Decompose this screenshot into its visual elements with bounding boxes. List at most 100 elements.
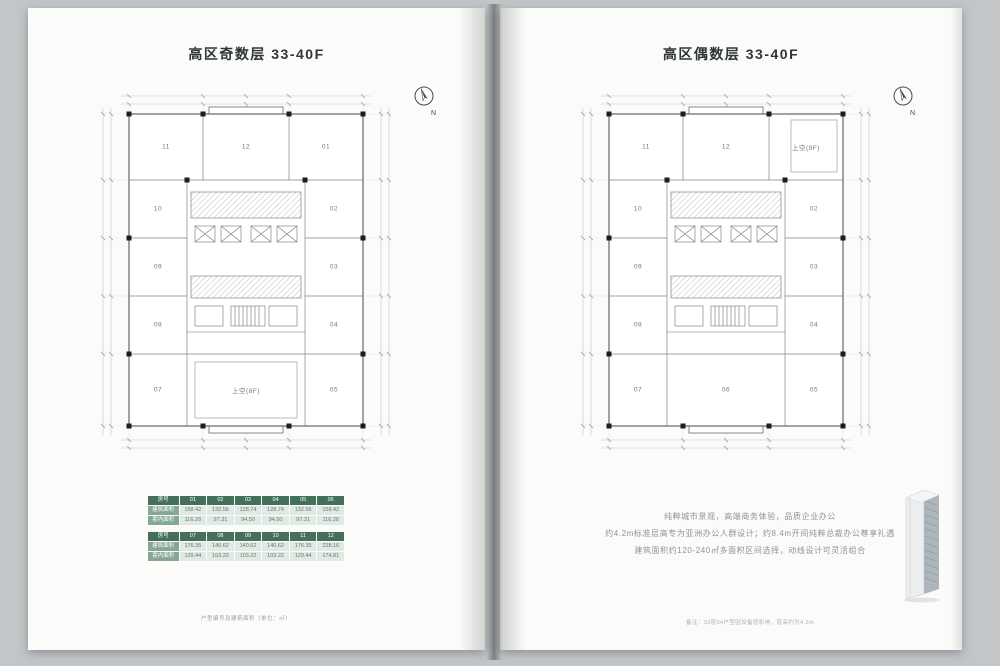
compass-north-label: N [431,110,436,117]
page-title-right: 高区偶数层 33-40F [662,46,800,62]
table-cell: 04 [262,496,289,505]
floor-plan-drawing [100,93,392,451]
table-cell: 140.62 [262,542,289,551]
unit-label: 09 [633,263,643,271]
unit-labels-layer: 11 12 上空(9F) 10 09 08 07 02 03 04 05 06 [571,80,881,465]
unit-label: 04 [809,321,819,329]
table-cell: 12 [317,532,345,541]
unit-label: 12 [721,143,731,151]
unit-label: 03 [809,263,819,271]
table-cell: 97.31 [289,516,317,525]
table-cell: 174.81 [317,552,345,561]
description-line: 建筑面积约120-240㎡多面积区间选择，动线设计可灵活组合 [634,546,866,555]
unit-label: 08 [633,321,643,329]
table-cell: 10 [262,532,289,541]
footnote: 备注：33层04户型因设备层影响，层高约为4.2m [686,620,814,626]
table-cell: 94.50 [234,516,262,525]
compass: N [890,84,920,118]
table-cell: 套内面积 [148,516,179,525]
table-cell: 房号 [148,496,179,505]
marketing-description: 纯粹城市景观，高端商务体验，品质企业办公约4.2m标准层高专为亚洲办公人群设计；… [580,508,920,559]
table-cell: 建筑面积 [148,506,179,515]
unit-label: 07 [633,386,643,394]
table-cell: 07 [179,532,207,541]
table-cell: 140.62 [207,542,234,551]
table-cell: 128.74 [234,506,262,515]
table-cell: 09 [234,532,262,541]
floor-plan-drawing [580,93,872,451]
page-title-left: 高区奇数层 33-40F [188,46,325,62]
floor-plan-right: 11 12 上空(9F) 10 09 08 07 02 03 04 05 06 [571,80,881,465]
table-cell: 02 [207,496,234,505]
table-cell: 03 [234,496,262,505]
unit-label: 05 [329,386,339,394]
tower-render-icon [904,489,940,603]
table-cell: 116.28 [179,516,207,525]
description-line: 纯粹城市景观，高端商务体验，品质企业办公 [664,512,836,521]
unit-label: 11 [642,143,650,151]
table-cell: 11 [289,532,317,541]
table-cell: 103.22 [262,552,289,561]
table-cell: 套内面积 [148,552,179,561]
unit-label: 05 [809,386,819,394]
unit-label: 08 [153,321,163,329]
unit-label: 10 [153,205,163,213]
table-cell: 129.44 [179,552,207,561]
unit-label: 01 [321,143,331,151]
table-cell: 103.22 [234,552,262,561]
table-caption: 户型编号及建筑面积（单位：㎡） [200,616,291,622]
compass-icon: N [893,86,915,117]
page-right: 高区偶数层 33-40F N [500,8,962,650]
unit-label: 07 [153,386,163,394]
unit-label: 上空(9F) [792,144,820,152]
page-gutter [486,4,502,660]
table-cell: 158.42 [317,506,345,515]
page-left: 高区奇数层 33-40F N [28,8,485,650]
unit-label: 03 [329,263,339,271]
unit-label: 06 [721,386,731,394]
table-cell: 08 [207,532,234,541]
table-cell: 103.22 [207,552,234,561]
table-cell: 97.31 [207,516,234,525]
table-cell: 94.50 [262,516,289,525]
unit-label: 12 [241,143,251,151]
unit-label: 09 [153,263,163,271]
table-cell: 06 [317,496,345,505]
unit-label: 04 [329,321,339,329]
table-cell: 116.28 [317,516,345,525]
unit-label: 10 [633,205,643,213]
building-illustration [894,474,950,604]
unit-label: 上空(8F) [232,387,260,395]
table-cell: 238.16 [317,542,345,551]
table-cell: 132.56 [207,506,234,515]
description-line: 约4.2m标准层高专为亚洲办公人群设计；约8.4m开间纯粹总裁办公尊享礼遇 [605,529,895,538]
unit-label: 02 [809,205,819,213]
table-cell: 128.74 [262,506,289,515]
table-cell: 房号 [148,532,179,541]
table-cell: 132.56 [289,506,317,515]
table-cell: 176.35 [289,542,317,551]
table-cell: 158.42 [179,506,207,515]
table-cell: 140.62 [234,542,262,551]
table-cell: 01 [179,496,207,505]
table-cell: 129.44 [289,552,317,561]
unit-label: 11 [162,143,170,151]
compass: N [411,84,441,118]
table-cell: 建筑面积 [148,542,179,551]
table-cell: 176.35 [179,542,207,551]
table-cell: 05 [289,496,317,505]
compass-icon: N [414,86,436,117]
compass-north-label: N [910,110,915,117]
